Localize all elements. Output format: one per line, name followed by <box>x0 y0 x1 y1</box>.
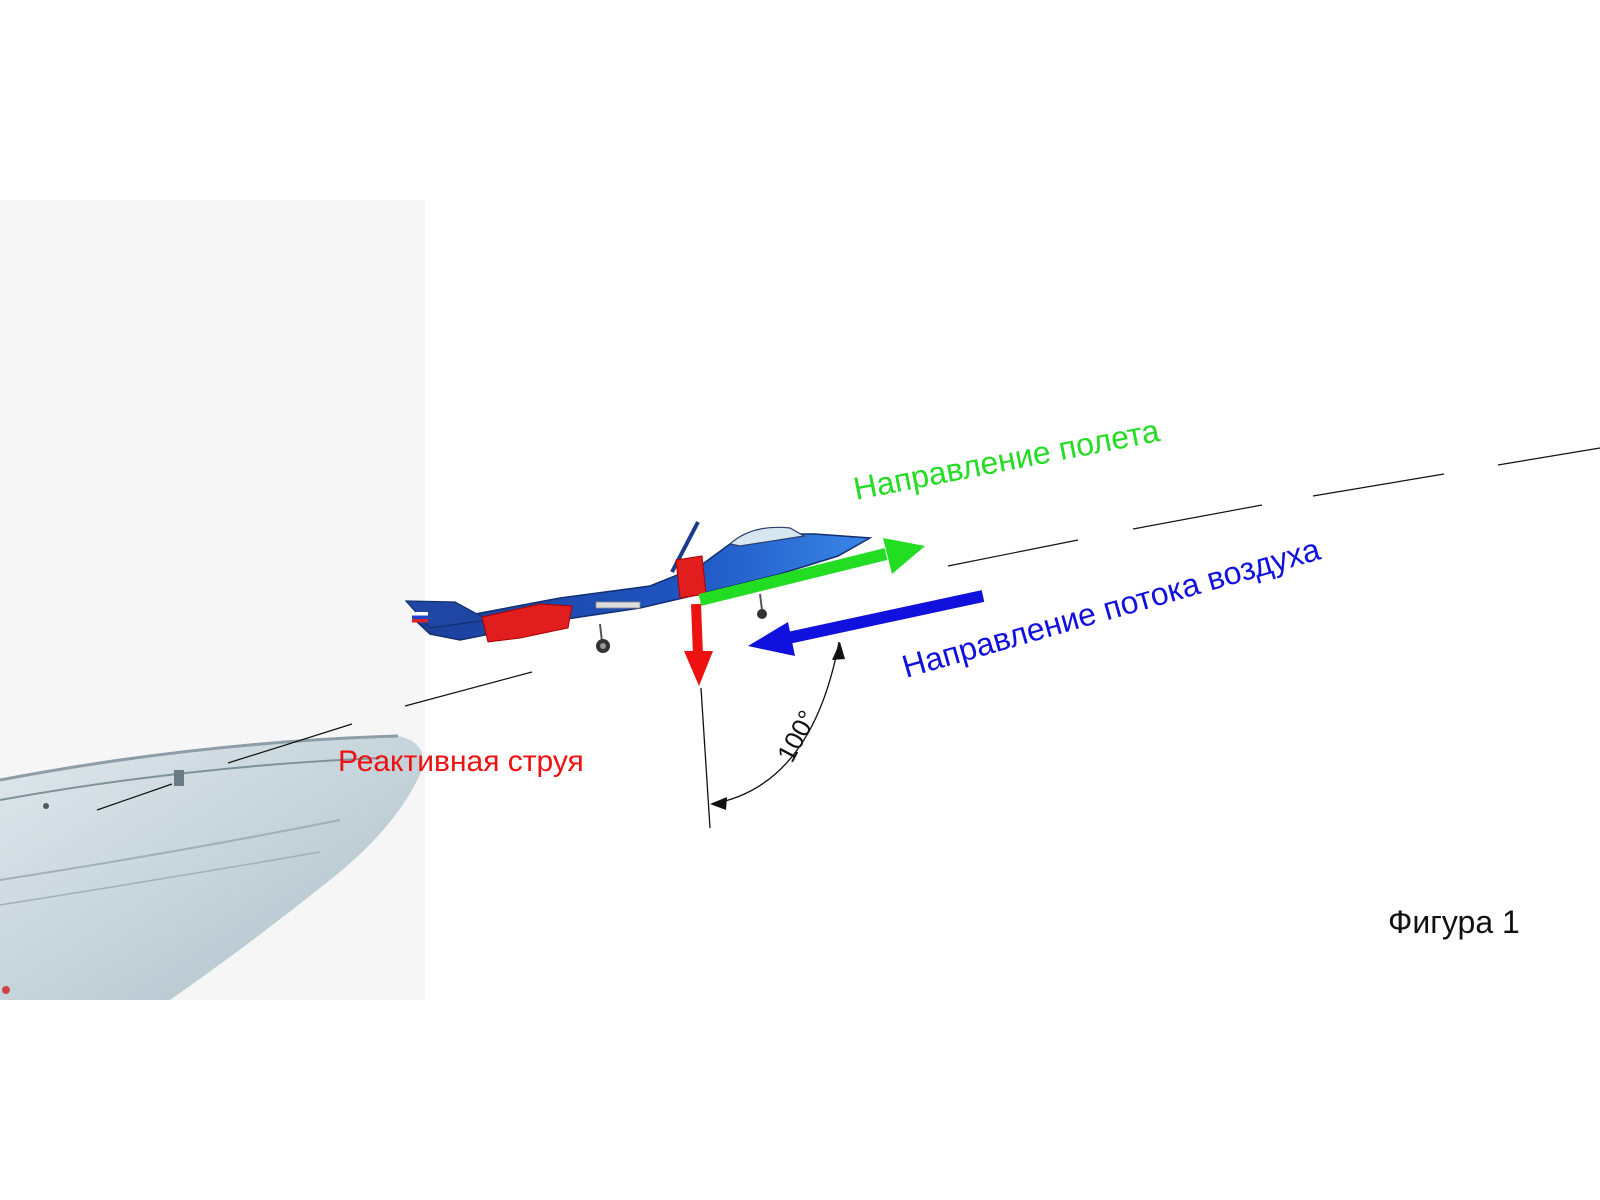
airflow-direction-arrow <box>748 590 985 656</box>
jet-stream-label: Реактивная струя <box>338 745 584 778</box>
airflow-direction-label: Направление потока воздуха <box>898 531 1324 685</box>
angle-dimension <box>700 641 845 829</box>
flight-direction-arrow <box>698 538 925 606</box>
ship-bow <box>0 734 423 1000</box>
angle-label: 100° <box>771 705 823 767</box>
flight-direction-label: Направление полета <box>850 412 1162 507</box>
figure-caption: Фигура 1 <box>1388 904 1520 940</box>
jet-stream-arrow <box>684 603 713 686</box>
trajectory-line <box>96 447 1600 811</box>
